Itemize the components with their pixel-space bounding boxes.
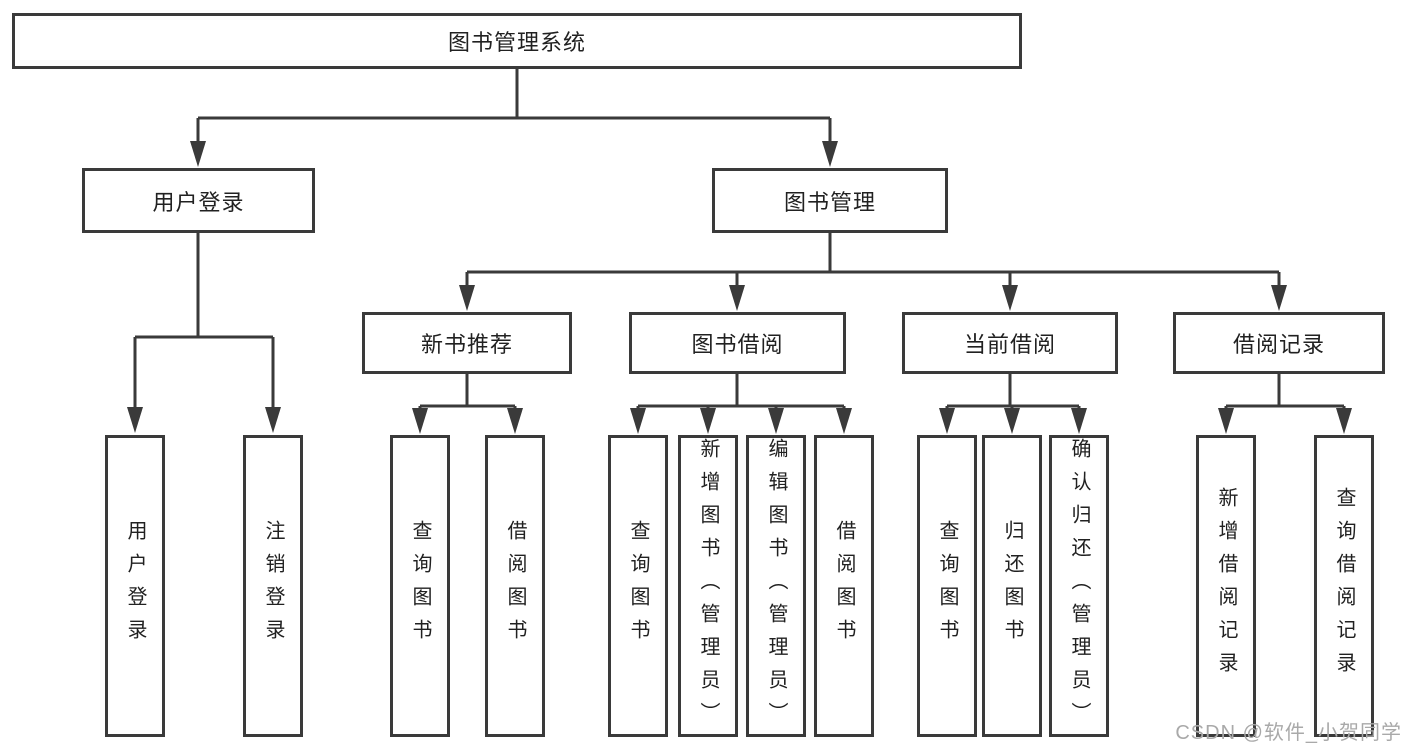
node-library-system: 图书管理系统 — [12, 13, 1022, 69]
leaf-edit-book-admin: 编辑图书（管理员） — [746, 435, 806, 737]
branch-current-borrow-arrowheads — [939, 408, 1087, 434]
arrow-down-icon — [1071, 408, 1087, 434]
branch-user-login — [133, 233, 275, 420]
arrow-down-icon — [822, 141, 838, 167]
arrow-down-icon — [127, 407, 143, 433]
arrow-down-icon — [412, 408, 428, 434]
leaf-label: 用户登录 — [124, 520, 146, 652]
arrow-down-icon — [1218, 408, 1234, 434]
node-new-book-recommend: 新书推荐 — [362, 312, 572, 374]
arrow-down-icon — [700, 408, 716, 434]
node-book-management: 图书管理 — [712, 168, 948, 233]
arrow-down-icon — [1271, 285, 1287, 311]
node-user-login: 用户登录 — [82, 168, 315, 233]
arrow-down-icon — [768, 408, 784, 434]
arrow-down-icon — [1336, 408, 1352, 434]
leaf-label: 查询图书 — [627, 520, 649, 652]
leaf-label: 注销登录 — [262, 520, 284, 652]
leaf-borrow-books: 借阅图书 — [814, 435, 874, 737]
csdn-watermark: CSDN @软件_小贺同学 — [1175, 722, 1402, 744]
branch-borrow-records-arrowheads — [1218, 408, 1352, 434]
leaf-add-borrow-record: 新增借阅记录 — [1196, 435, 1256, 737]
leaf-label: 查询图书 — [936, 520, 958, 652]
leaf-query-borrow-record: 查询借阅记录 — [1314, 435, 1374, 737]
arrow-down-icon — [836, 408, 852, 434]
branch-new-book — [418, 374, 517, 418]
branch-user-login-arrowheads — [127, 407, 281, 433]
leaf-add-book-admin: 新增图书（管理员） — [678, 435, 738, 737]
arrow-down-icon — [190, 141, 206, 167]
arrow-down-icon — [939, 408, 955, 434]
arrow-down-icon — [1002, 285, 1018, 311]
leaf-label: 归还图书 — [1001, 520, 1023, 652]
arrow-down-icon — [1004, 408, 1020, 434]
arrow-down-icon — [630, 408, 646, 434]
leaf-query-books-borrow: 查询图书 — [608, 435, 668, 737]
leaf-logout: 注销登录 — [243, 435, 303, 737]
node-borrow-records: 借阅记录 — [1173, 312, 1385, 374]
leaf-label: 新增借阅记录 — [1215, 487, 1237, 685]
arrow-down-icon — [507, 408, 523, 434]
branch-new-book-arrowheads — [412, 408, 523, 434]
leaf-user-login: 用户登录 — [105, 435, 165, 737]
leaf-label: 新增图书（管理员） — [697, 438, 719, 735]
leaf-confirm-return-admin: 确认归还（管理员） — [1049, 435, 1109, 737]
leaf-return-books: 归还图书 — [982, 435, 1042, 737]
arrow-down-icon — [265, 407, 281, 433]
leaf-label: 借阅图书 — [504, 520, 526, 652]
branch-book-management-arrowheads — [459, 285, 1287, 311]
arrow-down-icon — [729, 285, 745, 311]
node-book-borrow: 图书借阅 — [629, 312, 846, 374]
branch-borrow-records — [1224, 374, 1346, 418]
leaf-query-books-recommend: 查询图书 — [390, 435, 450, 737]
leaf-label: 查询借阅记录 — [1333, 487, 1355, 685]
branch-book-borrow — [636, 374, 846, 418]
branch-root — [196, 68, 832, 152]
leaf-label: 编辑图书（管理员） — [765, 438, 787, 735]
arrow-down-icon — [459, 285, 475, 311]
leaf-label: 借阅图书 — [833, 520, 855, 652]
leaf-label: 查询图书 — [409, 520, 431, 652]
branch-root-arrowheads — [190, 141, 838, 167]
branch-book-management — [465, 233, 1281, 298]
branch-book-borrow-arrowheads — [630, 408, 852, 434]
node-current-borrow: 当前借阅 — [902, 312, 1118, 374]
leaf-borrow-books-recommend: 借阅图书 — [485, 435, 545, 737]
leaf-label: 确认归还（管理员） — [1068, 438, 1090, 735]
leaf-query-books-current: 查询图书 — [917, 435, 977, 737]
